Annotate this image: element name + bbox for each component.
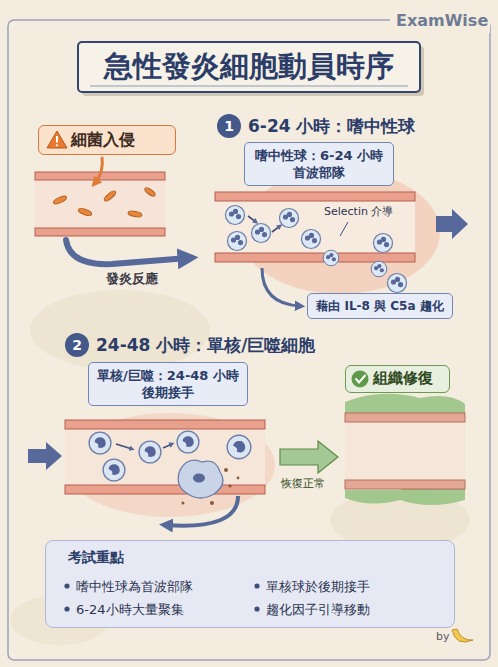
info-text: 單核/巨噬：24-48 小時 後期接手: [89, 363, 247, 405]
debris: [224, 468, 228, 472]
motion-arrow: [272, 226, 280, 232]
neutrophil: [388, 274, 407, 293]
step-number: 1: [217, 114, 241, 138]
monocyte: [103, 459, 125, 481]
macrophage: [178, 460, 223, 498]
healthy-tissue: [345, 394, 465, 414]
debris: [228, 484, 231, 487]
vessel-wall: [345, 480, 465, 489]
check-mark: [356, 376, 365, 383]
monocyte: [177, 431, 199, 453]
continue-arrow: [436, 209, 468, 239]
vessel-wall: [65, 420, 265, 429]
invasion-arrow: [95, 157, 102, 183]
step-heading: 6-24 小時：嗜中性球: [248, 114, 415, 138]
panel-heading: 考試重點: [68, 549, 124, 567]
step-number-circle: 16-24 小時：嗜中性球: [217, 114, 241, 138]
monocyte: [139, 441, 161, 463]
info-box: 藉由 IL-8 與 C5a 趨化: [307, 293, 453, 319]
step-number-circle: 224-48 小時：單核/巨噬細胞: [65, 333, 89, 357]
healthy-tissue: [345, 490, 465, 505]
info-text: 藉由 IL-8 與 C5a 趨化: [308, 294, 452, 318]
leader-line: [340, 222, 348, 236]
alert-box: 細菌入侵: [38, 125, 176, 155]
debris: [210, 501, 214, 505]
info-box: 嗜中性球：6-24 小時 首波部隊: [244, 142, 394, 186]
entry-arrow: [28, 442, 62, 470]
check-icon: [352, 371, 369, 388]
motion-arrow: [116, 444, 132, 449]
brand-name: ExamWise: [396, 10, 488, 32]
vessel-wall: [65, 485, 265, 494]
flow-arrow: [66, 240, 188, 264]
neutrophil: [302, 230, 321, 249]
bullet-dot: [254, 606, 259, 611]
cycle-arrow: [166, 496, 238, 526]
vessel-wall: [35, 228, 165, 236]
key-point: 嗜中性球為首波部隊: [76, 578, 193, 596]
migrating-neutrophil: [371, 261, 387, 277]
key-point: 單核球於後期接手: [266, 578, 370, 596]
vessel-lumen: [345, 422, 465, 480]
signature: by: [436, 630, 450, 643]
arrow-label: 發炎反應: [106, 270, 158, 288]
diagram-title: 急性發炎細胞動員時序: [78, 42, 420, 90]
vessel-wall: [345, 413, 465, 422]
paper-stain: [30, 290, 210, 370]
chemotaxis-arrow: [262, 268, 300, 306]
bacterium: [53, 195, 68, 206]
bacterium: [144, 187, 157, 198]
vessel-lumen: [65, 428, 265, 486]
neutrophil: [252, 224, 271, 243]
debris: [182, 502, 185, 505]
title-underline: [90, 86, 408, 87]
bullet-dot: [64, 606, 69, 611]
monocyte: [89, 432, 111, 454]
info-text: 嗜中性球：6-24 小時 首波部隊: [245, 143, 393, 185]
debris: [237, 477, 240, 480]
title-box: [78, 42, 420, 92]
neutrophil: [374, 234, 393, 253]
page-frame: [8, 20, 490, 660]
bacterium: [78, 207, 93, 217]
motion-arrow: [163, 444, 172, 448]
key-point: 趨化因子引導移動: [266, 601, 370, 619]
warning-mark: [56, 144, 58, 146]
key-point: 6-24小時大量聚集: [76, 601, 184, 619]
bullet-dot: [254, 583, 259, 588]
callout-label: Selectin 介導: [324, 204, 393, 219]
alert-text: 細菌入侵: [71, 126, 135, 153]
arrow-label: 恢復正常: [281, 476, 325, 491]
monocyte: [227, 435, 251, 459]
neutrophil: [228, 232, 247, 251]
inflamed-tissue: [65, 413, 275, 517]
step-heading: 24-48 小時：單核/巨噬細胞: [96, 333, 316, 357]
key-points-panel: 考試重點嗜中性球為首波部隊 單核球於後期接手 6-24小時大量聚集 趨化因子引導移動: [45, 540, 455, 628]
neutrophil: [280, 209, 299, 228]
vessel-wall: [215, 253, 415, 262]
status-box: 組織修復: [345, 365, 450, 393]
motion-arrow: [248, 216, 256, 222]
vessel-wall: [215, 192, 415, 201]
macrophage-nucleus: [193, 474, 205, 483]
vessel-lumen: [35, 178, 165, 230]
neutrophil: [226, 206, 245, 225]
step-number: 2: [65, 333, 89, 357]
recovery-arrow: [280, 441, 338, 473]
bacterium: [128, 210, 143, 218]
banana-icon: [452, 629, 473, 642]
info-box: 單核/巨噬：24-48 小時 後期接手: [88, 362, 248, 406]
bullet-dot: [64, 583, 69, 588]
bacterium: [103, 190, 117, 203]
vessel-lumen: [215, 200, 415, 254]
brand-patch: [390, 9, 490, 33]
migrating-neutrophil: [323, 250, 339, 266]
status-text: 組織修復: [373, 366, 433, 391]
warning-mark: [56, 136, 58, 143]
warning-icon: [47, 131, 67, 148]
